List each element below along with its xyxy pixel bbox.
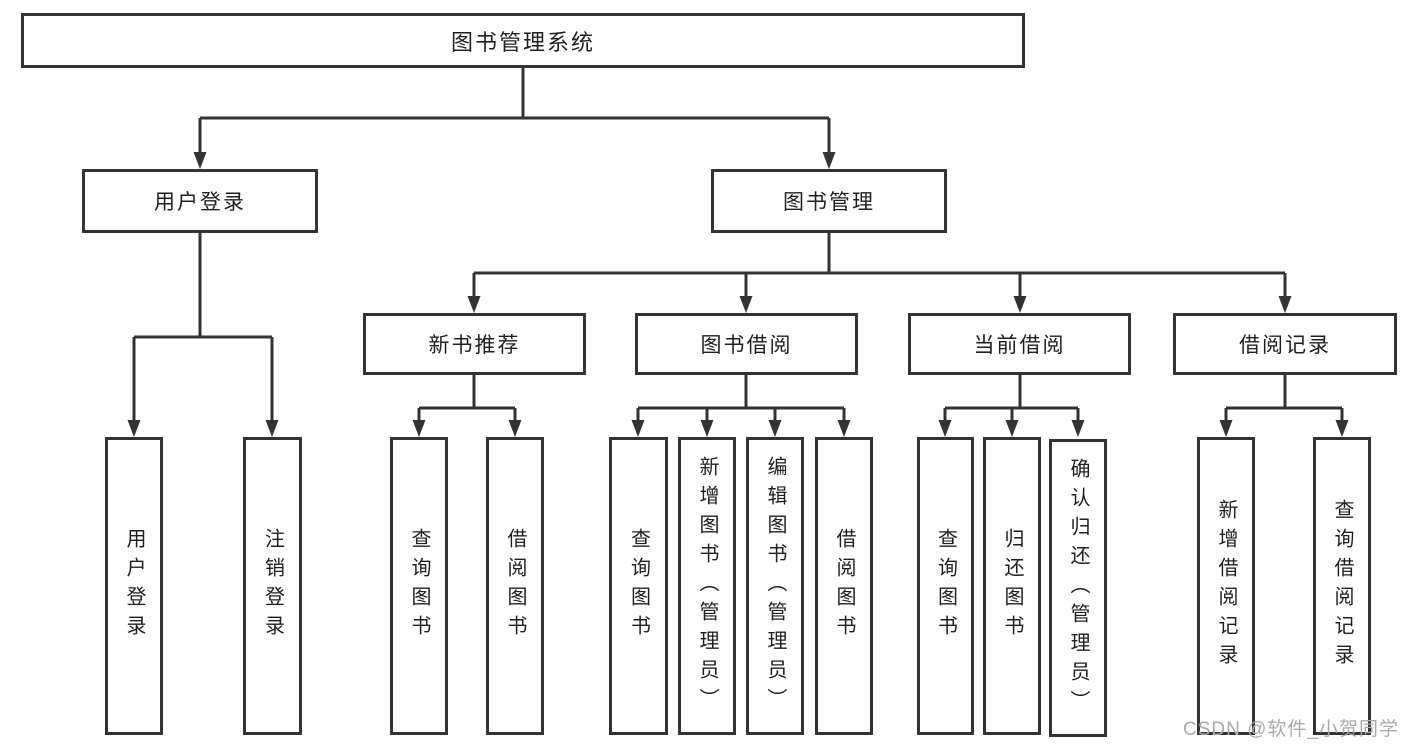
leaf-add-books-admin: 新增图书（管理员） <box>678 437 736 735</box>
leaf-return-books: 归还图书 <box>983 437 1041 735</box>
node-borrowing-records: 借阅记录 <box>1173 313 1397 375</box>
node-current-borrowing-label: 当前借阅 <box>973 334 1066 357</box>
connector-paths <box>132 68 1344 421</box>
leaf-query-books-2: 查询图书 <box>609 437 668 735</box>
leaf-return-books-label: 归还图书 <box>1001 528 1023 644</box>
leaf-confirm-return-admin: 确认归还（管理员） <box>1049 439 1107 737</box>
node-user-login-label: 用户登录 <box>154 191 246 214</box>
leaf-confirm-return-admin-label: 确认归还（管理员） <box>1067 457 1089 719</box>
leaf-edit-books-admin: 编辑图书（管理员） <box>746 437 804 735</box>
leaf-add-books-admin-label: 新增图书（管理员） <box>696 455 718 717</box>
leaf-edit-books-admin-label: 编辑图书（管理员） <box>764 455 786 717</box>
node-new-book-recommend-label: 新书推荐 <box>428 334 521 357</box>
node-new-book-recommend: 新书推荐 <box>363 313 586 375</box>
node-library-management-system-label: 图书管理系统 <box>450 29 595 55</box>
node-library-management-system: 图书管理系统 <box>21 13 1025 68</box>
leaf-logout: 注销登录 <box>243 437 302 735</box>
leaf-query-borrow-record: 查询借阅记录 <box>1313 437 1371 735</box>
leaf-logout-label: 注销登录 <box>261 528 284 644</box>
node-book-management-label: 图书管理 <box>783 191 875 214</box>
leaf-add-borrow-record-label: 新增借阅记录 <box>1215 499 1237 673</box>
leaf-query-books-1-label: 查询图书 <box>408 528 430 644</box>
leaf-user-login-label: 用户登录 <box>123 528 145 644</box>
leaf-query-books-2-label: 查询图书 <box>627 528 650 644</box>
leaf-borrow-books-2: 借阅图书 <box>815 437 873 735</box>
leaf-query-books-1: 查询图书 <box>390 437 448 735</box>
leaf-borrow-books-2-label: 借阅图书 <box>833 528 855 644</box>
leaf-query-borrow-record-label: 查询借阅记录 <box>1331 499 1353 673</box>
leaf-query-books-3: 查询图书 <box>917 437 974 735</box>
node-book-borrowing-label: 图书借阅 <box>700 334 793 357</box>
leaf-query-books-3-label: 查询图书 <box>934 528 957 644</box>
leaf-add-borrow-record: 新增借阅记录 <box>1197 437 1255 735</box>
leaf-user-login: 用户登录 <box>105 437 163 735</box>
watermark: CSDN @软件_小贺同学 <box>1183 719 1399 740</box>
node-book-management: 图书管理 <box>711 169 947 233</box>
arrowheads <box>127 152 1349 437</box>
leaf-borrow-books-1: 借阅图书 <box>486 437 544 735</box>
leaf-borrow-books-1-label: 借阅图书 <box>504 528 526 644</box>
node-current-borrowing: 当前借阅 <box>908 313 1131 375</box>
node-borrowing-records-label: 借阅记录 <box>1239 334 1331 357</box>
node-book-borrowing: 图书借阅 <box>635 313 858 375</box>
node-user-login: 用户登录 <box>82 169 318 233</box>
